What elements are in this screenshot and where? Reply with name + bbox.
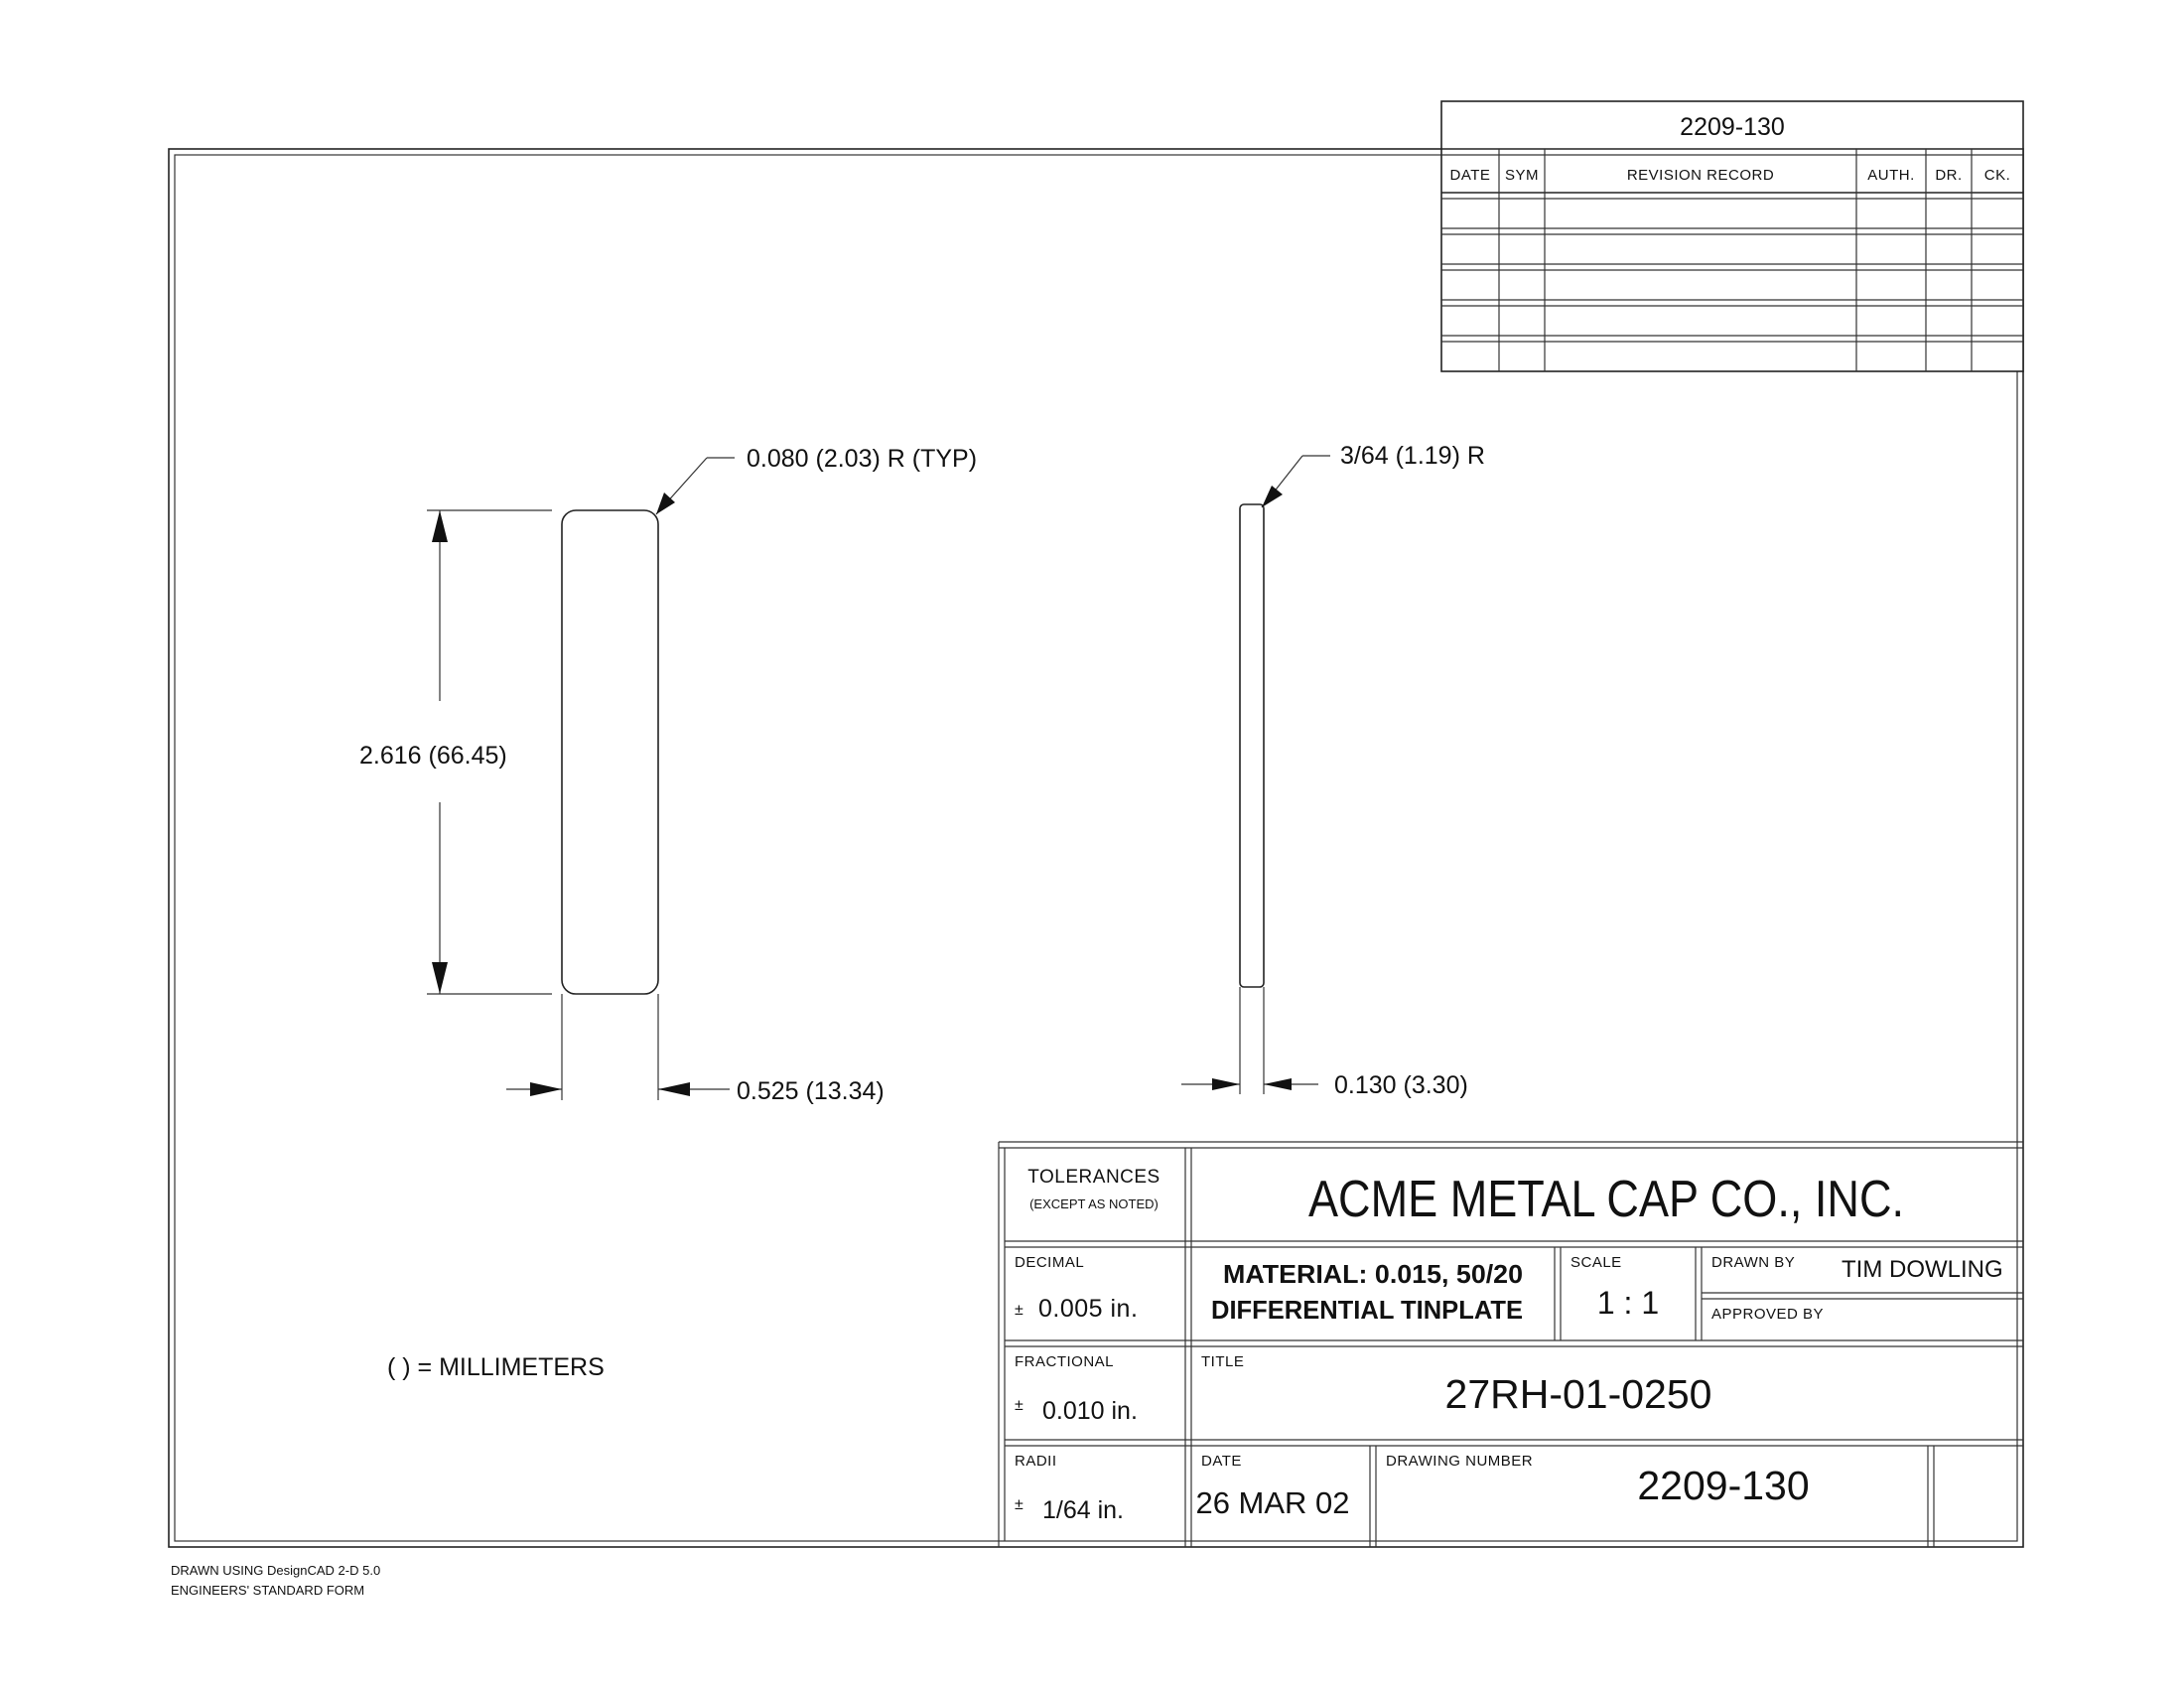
drawn-by-value: TIM DOWLING (1842, 1256, 2003, 1283)
rev-header-dr: DR. (1935, 167, 1962, 184)
title-label: TITLE (1201, 1353, 1244, 1370)
drawn-by-label: DRAWN BY (1711, 1254, 1795, 1271)
rev-header-date: DATE (1450, 167, 1491, 184)
part-side-view (1239, 503, 1265, 1094)
rev-header-auth: AUTH. (1867, 167, 1915, 184)
part-front-view (427, 509, 659, 1100)
edge-radius-label: 3/64 (1.19) R (1340, 442, 1485, 470)
rev-header-ck: CK. (1984, 167, 2011, 184)
plus-minus-icon: ± (1015, 1397, 1024, 1414)
radii-value: 1/64 in. (1042, 1496, 1124, 1524)
company-name: ACME METAL CAP CO., INC. (1308, 1171, 1904, 1228)
width-dimension: 0.525 (13.34) (506, 1077, 885, 1105)
decimal-label: DECIMAL (1015, 1254, 1084, 1271)
leader-arrow-icon (656, 492, 675, 514)
drawing-number-value: 2209-130 (1637, 1463, 1809, 1508)
arrow-down-icon (432, 962, 448, 994)
thickness-dimension-label: 0.130 (3.30) (1334, 1071, 1468, 1099)
date-label: DATE (1201, 1453, 1242, 1470)
scale-value: 1 : 1 (1597, 1285, 1659, 1321)
material-line-2: DIFFERENTIAL TINPLATE (1211, 1295, 1523, 1325)
fractional-value: 0.010 in. (1042, 1397, 1138, 1425)
arrow-left-icon (658, 1082, 690, 1096)
revision-block: 2209-130 DATE SYM REVISION RECORD AUTH. … (1440, 100, 2024, 372)
radii-label: RADII (1015, 1453, 1057, 1470)
rev-header-revision-record: REVISION RECORD (1627, 167, 1774, 184)
sheet-border (168, 148, 2024, 1548)
title-block: TOLERANCES (EXCEPT AS NOTED) ACME METAL … (998, 1141, 2023, 1547)
decimal-value: 0.005 in. (1038, 1295, 1138, 1323)
arrow-right-icon (530, 1082, 562, 1096)
arrow-left-icon (1264, 1078, 1292, 1090)
tolerances-label: TOLERANCES (1027, 1167, 1160, 1188)
edge-radius-callout: 3/64 (1.19) R (1261, 442, 1485, 508)
tolerances-sublabel: (EXCEPT AS NOTED) (1029, 1196, 1159, 1211)
corner-radius-label: 0.080 (2.03) R (TYP) (747, 445, 977, 473)
corner-radius-callout: 0.080 (2.03) R (TYP) (655, 445, 977, 515)
arrow-up-icon (432, 510, 448, 542)
thickness-dimension: 0.130 (3.30) (1181, 1071, 1468, 1099)
units-note: ( ) = MILLIMETERS (387, 1353, 605, 1381)
material-line-1: MATERIAL: 0.015, 50/20 (1223, 1259, 1523, 1289)
footer-line-1: DRAWN USING DesignCAD 2-D 5.0 (171, 1563, 380, 1578)
plus-minus-icon: ± (1015, 1496, 1024, 1513)
height-dimension: 2.616 (66.45) (359, 510, 507, 994)
height-dimension-label: 2.616 (66.45) (359, 742, 507, 770)
width-dimension-label: 0.525 (13.34) (737, 1077, 885, 1105)
fractional-label: FRACTIONAL (1015, 1353, 1114, 1370)
leader-arrow-icon (1262, 486, 1283, 507)
drawing-number-label: DRAWING NUMBER (1386, 1453, 1533, 1470)
approved-by-label: APPROVED BY (1711, 1306, 1824, 1323)
date-value: 26 MAR 02 (1195, 1485, 1349, 1520)
footer-line-2: ENGINEERS' STANDARD FORM (171, 1583, 364, 1598)
revision-drawing-number: 2209-130 (1680, 113, 1785, 141)
rev-header-sym: SYM (1505, 167, 1539, 184)
plus-minus-icon: ± (1015, 1302, 1024, 1319)
title-value: 27RH-01-0250 (1445, 1371, 1712, 1417)
scale-label: SCALE (1570, 1254, 1622, 1271)
arrow-right-icon (1212, 1078, 1240, 1090)
